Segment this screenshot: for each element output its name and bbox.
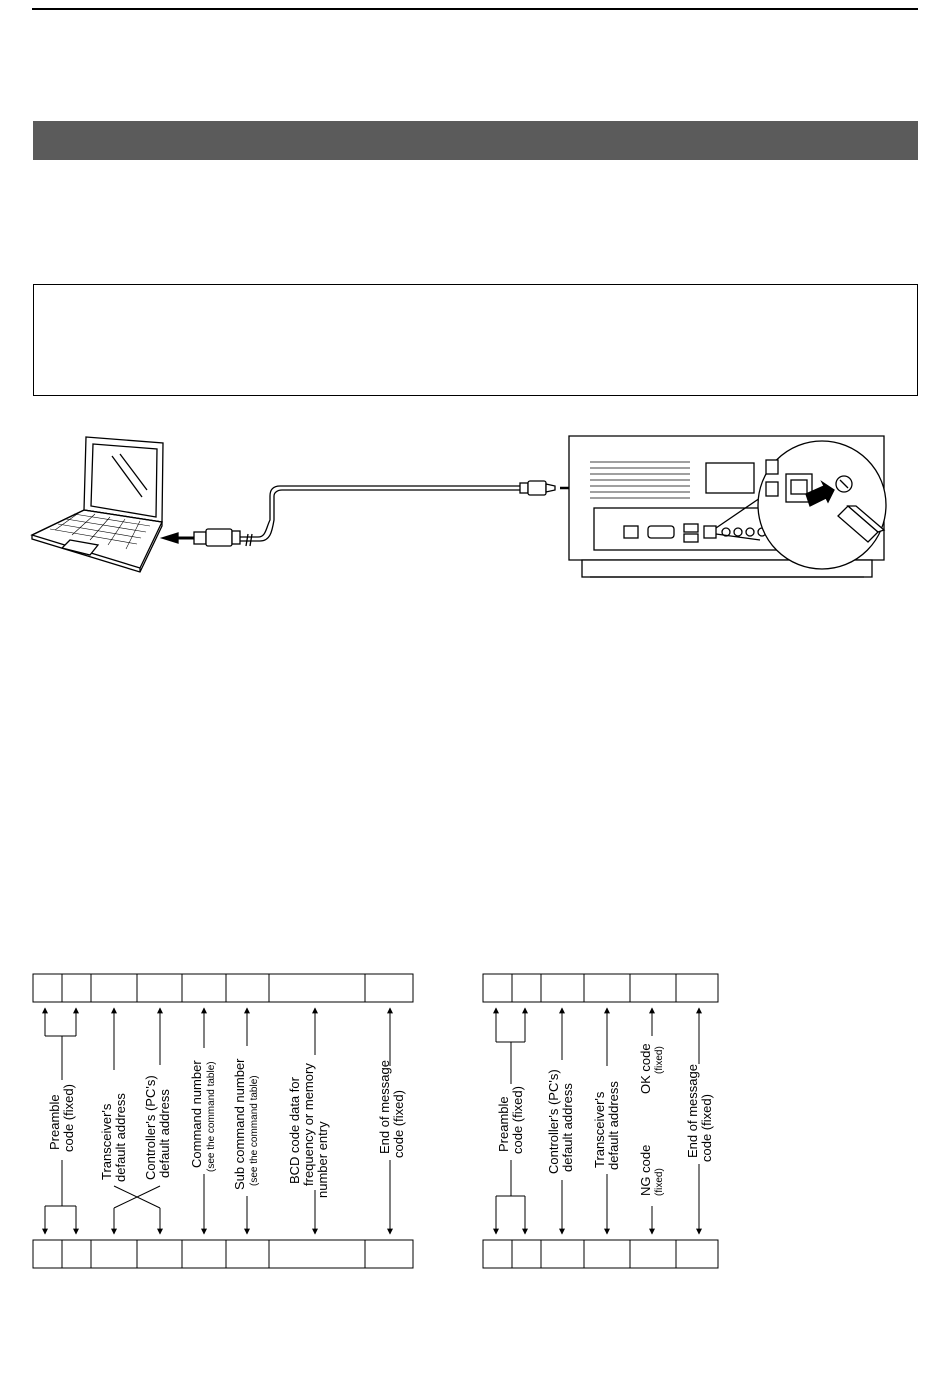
- usb-cable-icon: [159, 480, 556, 547]
- note-box: [33, 284, 918, 396]
- resp-ng-code-fixed: (fixed): [654, 1168, 665, 1196]
- resp-ok-code-label: OK code: [638, 1043, 653, 1094]
- frame-format-diagram: Preamble code (fixed) Transceiver's defa…: [32, 973, 719, 1269]
- command-frame-top: [32, 973, 414, 1003]
- response-frame-bottom: [482, 1239, 719, 1269]
- resp-ng-code-label: NG code: [638, 1145, 653, 1196]
- resp-ok-code-fixed: (fixed): [654, 1046, 665, 1074]
- cmd-command-number-note: (see the command table): [206, 1061, 217, 1172]
- usb-b-port-icon: [715, 440, 887, 570]
- laptop-icon: [30, 436, 164, 573]
- cmd-end-of-message-label: End of message code (fixed): [377, 1056, 406, 1158]
- cmd-sub-command-note: (see the command table): [249, 1075, 260, 1186]
- cmd-command-number-label: Command number: [189, 1060, 204, 1168]
- connection-illustration: [30, 435, 887, 578]
- top-rule: [32, 8, 918, 10]
- response-frame-top: [482, 973, 719, 1003]
- resp-preamble-label: Preamble code (fixed): [496, 1086, 525, 1154]
- resp-transceiver-address-label: Transceiver's default address: [592, 1081, 621, 1170]
- command-frame-bottom: [32, 1239, 414, 1269]
- section-heading-bar: [33, 121, 918, 160]
- cmd-sub-command-label: Sub command number: [232, 1058, 247, 1190]
- response-frame-arrows: [493, 1007, 702, 1235]
- resp-end-of-message-label: End of message code (fixed): [685, 1060, 714, 1162]
- cmd-controller-address-label: Controller's (PC's) default address: [143, 1072, 172, 1180]
- cmd-preamble-label: Preamble code (fixed): [47, 1084, 76, 1152]
- cmd-bcd-data-label: BCD code data for frequency or memory nu…: [287, 1060, 330, 1198]
- command-frame-arrows: [42, 1007, 393, 1235]
- resp-controller-address-label: Controller's (PC's) default address: [546, 1066, 575, 1174]
- cmd-transceiver-address-label: Transceiver's default address: [99, 1093, 128, 1182]
